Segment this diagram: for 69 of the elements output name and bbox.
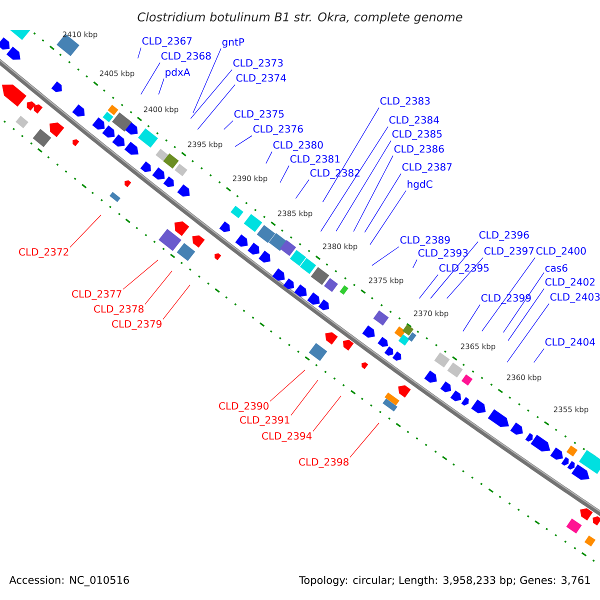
leader-line [190,69,232,119]
leader-line [508,288,544,341]
gene-label: gntP [222,38,244,48]
gene-label: CLD_2378 [94,305,144,315]
gene-label: CLD_2390 [219,402,269,412]
leader-line [192,48,222,114]
gene-label: CLD_2373 [233,59,283,69]
gene-label: CLD_2381 [290,155,340,165]
gene-label: CLD_2384 [389,116,439,126]
leader-line [412,259,418,268]
gene-label: hgdC [408,180,432,190]
leader-line [372,246,400,266]
gene-label: CLD_2368 [161,52,211,62]
gene-label: cas6 [545,264,568,272]
leader-line [534,348,544,363]
gene-label: CLD_2393 [418,249,468,259]
leader-line [138,47,142,59]
gene-label: CLD_2367 [142,37,192,47]
gene-label: CLD_2374 [236,74,286,84]
leader-line [364,173,402,233]
leader-line [197,84,236,130]
gene-label: CLD_2387 [402,163,452,173]
gene-label: CLD_2400 [536,247,586,257]
leader-line [322,107,380,202]
leader-line [312,396,342,432]
leader-line [336,140,392,232]
gene-label: CLD_2377 [72,290,122,300]
gene-label: CLD_2383 [380,97,430,107]
leader-line [462,304,480,332]
leader-line [122,260,158,290]
leader-line [350,422,380,458]
leader-line [370,190,406,245]
leader-line [353,155,394,232]
gene-label: CLD_2404 [545,338,595,348]
leader-line [70,214,102,248]
accession-text: Accession: NC_010516 [9,576,129,586]
gene-label: pdxA [166,68,190,78]
gene-label: CLD_2394 [262,432,312,442]
gene-label: CLD_2398 [299,458,348,468]
gene-label: CLD_2372 [19,248,68,258]
leader-line [270,370,306,402]
leader-line [224,120,234,130]
gene-label: CLD_2402 [545,278,594,288]
leader-line [266,151,272,164]
gene-label: CLD_2376 [253,125,303,135]
leader-line [506,303,550,363]
leader-line [290,380,318,416]
gene-label: CLD_2397 [484,247,534,257]
leader-line [482,257,536,332]
gene-label: CLD_2389 [400,236,450,246]
summary-text: Topology: circular; Length: 3,958,233 bp; Genes: 3,761 [299,576,590,586]
gene-label: CLD_2391 [240,416,290,426]
gene-label: CLD_2396 [479,231,529,241]
gene-label: CLD_2380 [273,141,323,151]
leader-line [144,270,172,305]
gene-label: CLD_2386 [394,145,444,155]
leader-line [418,274,438,299]
leader-line [320,126,388,232]
leader-line [280,165,290,183]
gene-label: CLD_2403 [550,293,600,303]
title: Clostridium botulinum B1 str. Okra, complete genome [138,12,462,24]
gene-label: CLD_2375 [234,110,284,120]
leader-line [162,284,190,320]
leader-line [234,135,252,147]
gene-label: CLD_2385 [392,130,442,140]
gene-label: CLD_2379 [112,320,162,330]
leader-line [158,78,164,95]
leader-line [295,179,310,199]
leader-line [140,62,160,95]
